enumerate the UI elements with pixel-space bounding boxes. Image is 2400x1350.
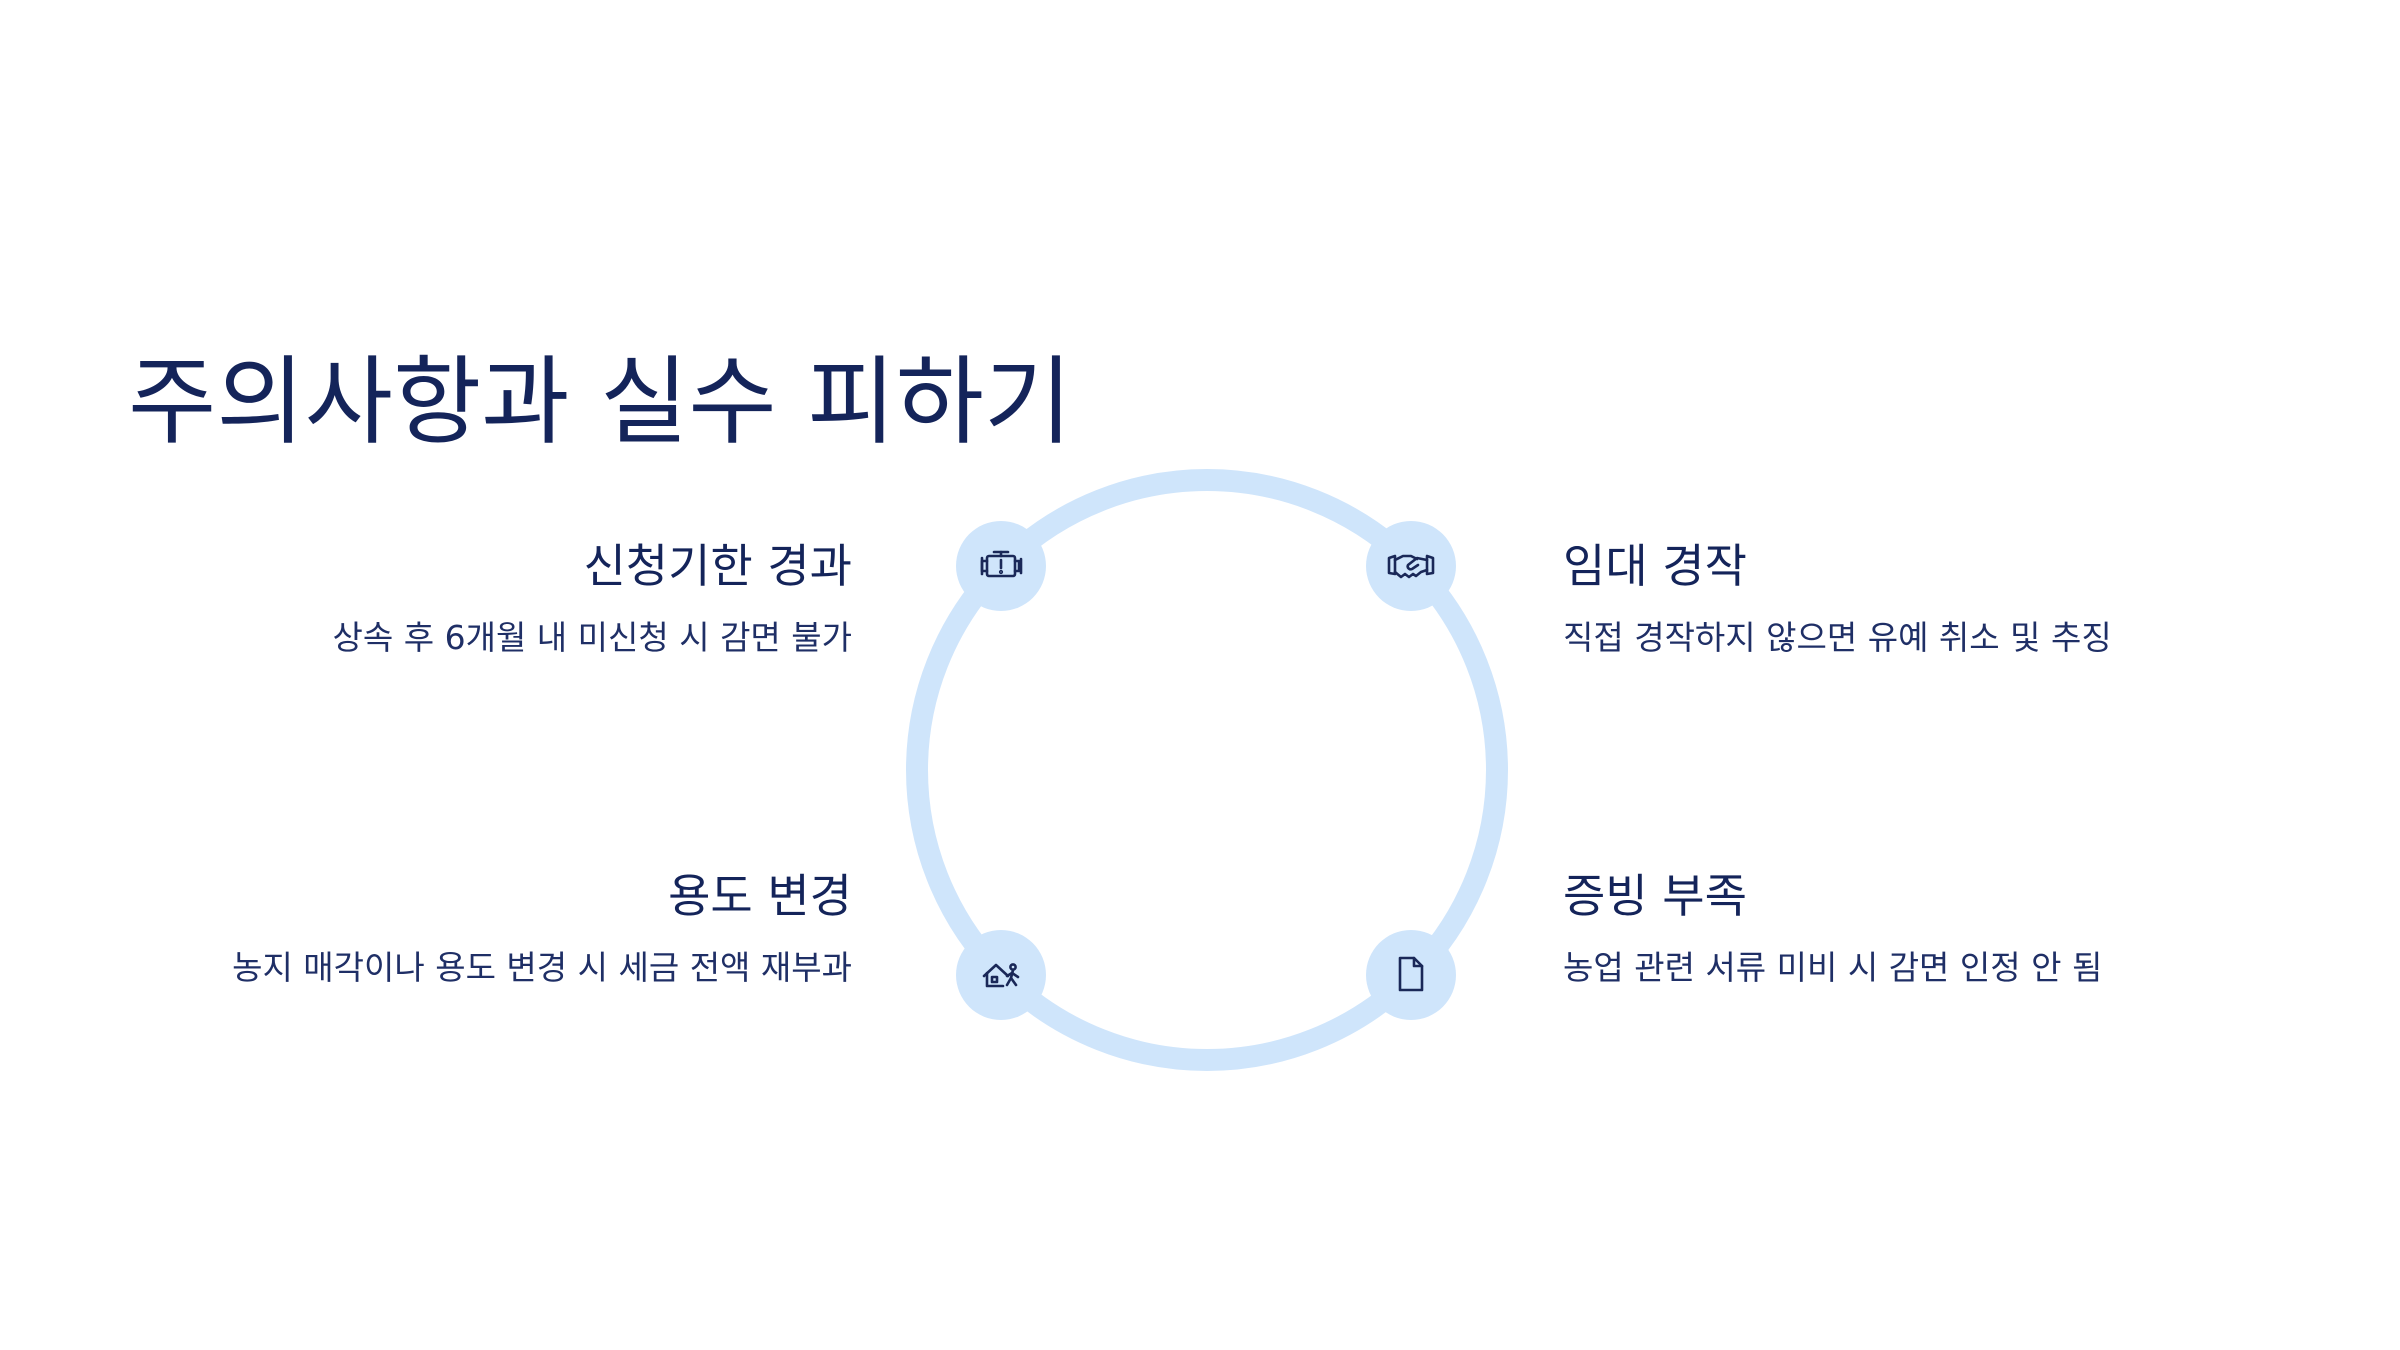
item-description: 상속 후 6개월 내 미신청 시 감면 불가 (332, 618, 852, 657)
document-icon (1366, 930, 1456, 1020)
item-description: 직접 경작하지 않으면 유예 취소 및 추징 (1563, 618, 2112, 657)
item-usage: 용도 변경 농지 매각이나 용도 변경 시 세금 전액 재부과 (92, 868, 852, 990)
item-title: 용도 변경 (668, 869, 852, 923)
house-person-icon (956, 930, 1046, 1020)
handshake-icon (1366, 521, 1456, 611)
item-description: 농지 매각이나 용도 변경 시 세금 전액 재부과 (232, 948, 852, 987)
item-evidence: 증빙 부족 농업 관련 서류 미비 시 감면 인정 안 됨 (1563, 868, 2323, 990)
item-lease: 임대 경작 직접 경작하지 않으면 유예 취소 및 추징 (1563, 538, 2323, 660)
engine-warning-icon (956, 521, 1046, 611)
page-title: 주의사항과 실수 피하기 (128, 346, 1073, 459)
item-description: 농업 관련 서류 미비 시 감면 인정 안 됨 (1563, 948, 2103, 987)
item-deadline: 신청기한 경과 상속 후 6개월 내 미신청 시 감면 불가 (92, 538, 852, 660)
item-title: 신청기한 경과 (583, 539, 852, 593)
item-title: 증빙 부족 (1563, 869, 1747, 923)
cycle-ring (906, 469, 1508, 1071)
item-title: 임대 경작 (1563, 539, 1747, 593)
